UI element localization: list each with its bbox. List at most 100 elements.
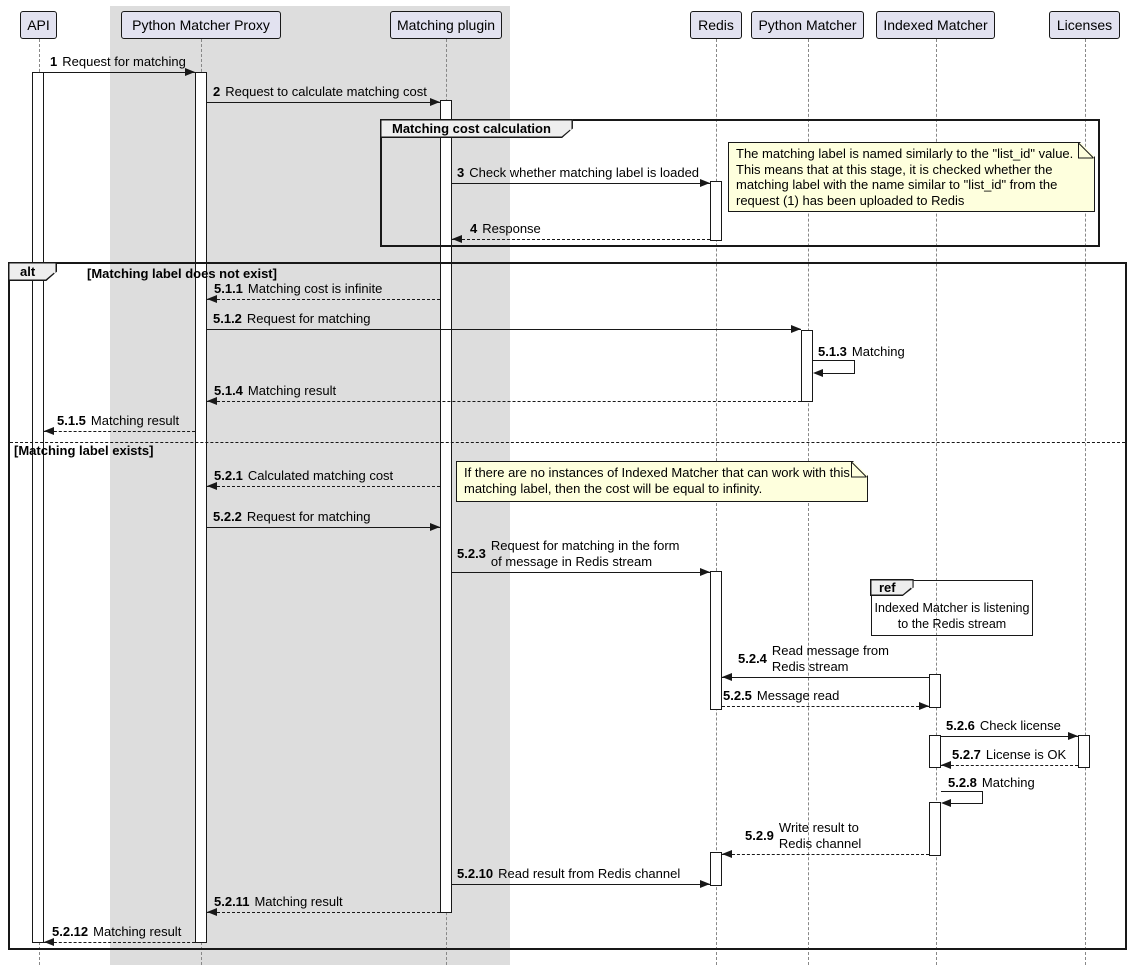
arrowhead-icon (430, 97, 440, 106)
arrowhead-icon (791, 324, 801, 333)
ref-frame-text: Indexed Matcher is listening to the Redi… (874, 601, 1030, 631)
activation-bar-indexed-matcher (929, 674, 941, 708)
message-number: 1 (50, 54, 58, 70)
arrowhead-icon (207, 481, 217, 490)
message-number: 5.2.6 (946, 718, 975, 734)
activation-bar-indexed-matcher (929, 735, 941, 768)
participant-label: Python Matcher Proxy (132, 17, 270, 33)
message-line (941, 765, 1078, 766)
message-text: Check license (979, 718, 1061, 733)
message-line (982, 791, 983, 803)
arrowhead-icon (207, 396, 217, 405)
ref-frame-tab: ref (870, 579, 914, 596)
participant-python-matcher-proxy: Python Matcher Proxy (121, 11, 281, 39)
note-list-id: The matching label is named similarly to… (728, 142, 1095, 212)
message-text: Read result from Redis channel (498, 866, 681, 881)
message-line (207, 299, 440, 300)
message-line (452, 183, 710, 184)
message-number: 5.2.1 (214, 468, 243, 484)
message-number: 5.1.3 (818, 344, 847, 360)
participant-label: Indexed Matcher (883, 17, 988, 33)
arrowhead-icon (700, 879, 710, 888)
participant-licenses: Licenses (1049, 11, 1120, 39)
message-number: 5.2.4 (738, 651, 767, 666)
message-text: Matching cost is infinite (247, 281, 383, 296)
message-text: Request for matching (246, 509, 371, 524)
message-number: 3 (457, 165, 465, 181)
message-line (207, 527, 440, 528)
arrowhead-icon (722, 672, 732, 681)
arrowhead-icon (919, 701, 929, 710)
note-infinity-cost-text: If there are no instances of Indexed Mat… (464, 465, 850, 496)
message-number: 5.1.1 (214, 281, 243, 297)
message-number: 5.2.5 (723, 688, 752, 704)
ref-frame-title: ref (879, 580, 896, 595)
participant-indexed-matcher: Indexed Matcher (876, 11, 995, 39)
message-line (813, 360, 855, 361)
participant-label: Python Matcher (758, 17, 857, 33)
ref-frame: ref Indexed Matcher is listening to the … (871, 580, 1033, 636)
arrowhead-icon (700, 178, 710, 187)
arrowhead-icon (44, 426, 54, 435)
activation-bar-python-matcher (801, 330, 813, 402)
message-line (821, 373, 855, 374)
participant-label: Matching plugin (396, 17, 496, 33)
note-fold-icon (851, 462, 867, 478)
message-line (207, 486, 440, 487)
message-line (854, 360, 855, 373)
message-text: Matching result (90, 413, 180, 428)
message-line (207, 912, 440, 913)
message-number: 5.2.3 (457, 546, 486, 561)
message-label: 5.2.2 Request for matching (213, 509, 371, 525)
arrowhead-icon (207, 294, 217, 303)
message-text: Calculated matching cost (247, 468, 394, 483)
arrowhead-icon (430, 522, 440, 531)
message-number: 5.2.9 (745, 828, 774, 843)
lifeline-indexed-matcher (935, 39, 937, 965)
message-line (207, 102, 440, 103)
lifeline-redis (716, 39, 717, 965)
message-label: 5.2.1 Calculated matching cost (214, 468, 393, 484)
message-line (949, 803, 983, 804)
activation-bar-licenses (1078, 735, 1090, 768)
participant-label: API (27, 17, 50, 33)
message-label: 3 Check whether matching label is loaded (457, 165, 699, 181)
message-line (722, 854, 929, 855)
message-text: Request to calculate matching cost (225, 84, 427, 99)
message-text: Matching result (93, 924, 182, 939)
message-text: Check whether matching label is loaded (469, 165, 700, 180)
lifeline-python-matcher (807, 39, 809, 965)
message-text: Request for matching (62, 54, 186, 69)
activation-bar-matching-plugin (440, 100, 452, 913)
activation-bar-redis (710, 181, 722, 241)
message-text: Matching (981, 775, 1035, 790)
message-line (452, 239, 710, 240)
message-line (941, 736, 1078, 737)
arrowhead-icon (700, 567, 710, 576)
message-number: 5.2.2 (213, 509, 242, 525)
message-number: 5.2.10 (457, 866, 494, 882)
message-line (941, 791, 983, 792)
activation-bar-api (32, 72, 44, 943)
message-label: 5.2.6 Check license (946, 718, 1061, 734)
message-text: License is OK (985, 747, 1067, 762)
message-text: Matching result (254, 894, 343, 909)
group-frame-tab: Matching cost calculation (380, 119, 573, 138)
message-line (722, 706, 929, 707)
message-number: 5.1.2 (213, 311, 242, 327)
message-number: 5.1.4 (214, 383, 243, 399)
message-label: 5.1.1 Matching cost is infinite (214, 281, 382, 297)
